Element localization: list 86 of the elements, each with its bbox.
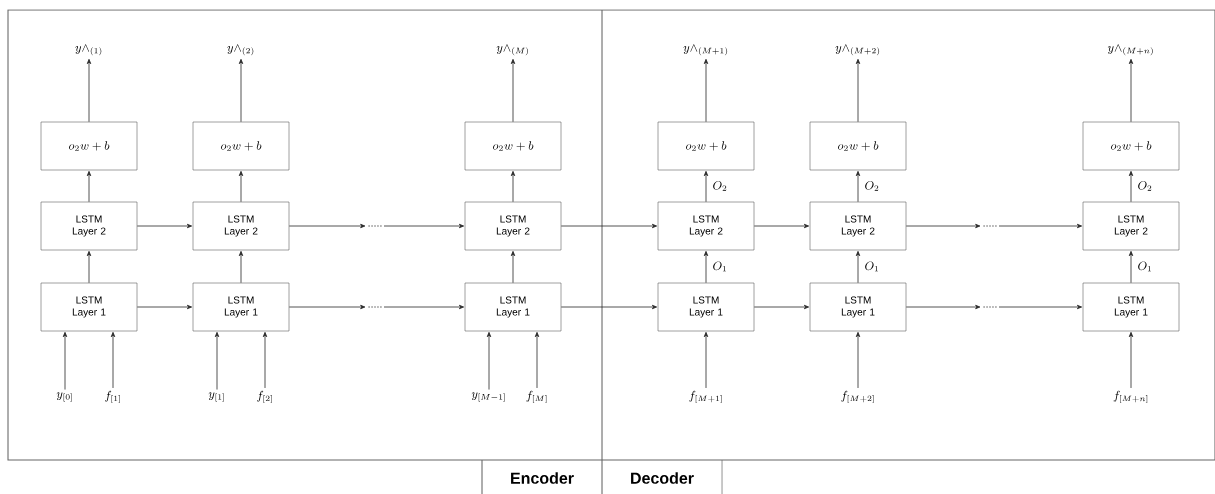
- input-label: $f_{[M+n]}$: [1113, 390, 1148, 404]
- arrow: [383, 304, 465, 310]
- arrow: [1128, 58, 1134, 123]
- input-label: $y_{[0]}$: [56, 392, 72, 402]
- arrow: [998, 223, 1083, 229]
- arrow: [110, 331, 116, 389]
- arrow: [855, 58, 861, 123]
- output-label: $y \wedge_{(M)}$: [496, 44, 528, 56]
- arrow: [703, 170, 709, 203]
- lstm-box: LSTM Layer 1: [192, 282, 290, 332]
- input-label: $f_{[M]}$: [526, 390, 547, 404]
- arrow: [136, 304, 193, 310]
- input-label: $f_{[M+2]}$: [841, 390, 874, 404]
- lstm-box: LSTM Layer 2: [192, 201, 290, 251]
- output-label: $y \wedge_{(M+n)}$: [1107, 44, 1153, 56]
- arrow: [238, 250, 244, 284]
- arrow: [238, 58, 244, 123]
- arrow: [855, 331, 861, 389]
- arrow: [855, 170, 861, 203]
- ellipsis: .....: [368, 306, 382, 308]
- arrow: [510, 170, 516, 203]
- input-label: $f_{[1]}$: [105, 390, 120, 404]
- output-box: $o_2 w + b$: [40, 121, 138, 171]
- arrow: [86, 170, 92, 203]
- input-label: $y_{[1]}$: [208, 392, 224, 402]
- arrow: [534, 331, 540, 389]
- lstm-box: LSTM Layer 2: [1082, 201, 1180, 251]
- arrow: [703, 331, 709, 389]
- edge-label: $O_2$: [711, 179, 729, 193]
- input-label: $y_{[M-1]}$: [471, 392, 505, 402]
- arrow: [86, 250, 92, 284]
- output-label: $y \wedge_{(1)}$: [75, 44, 102, 56]
- arrow: [905, 304, 981, 310]
- edge-label: $O_2$: [1136, 179, 1154, 193]
- output-box: $o_2 w + b$: [657, 121, 755, 171]
- arrow: [510, 58, 516, 123]
- arrow: [262, 331, 268, 389]
- lstm-box: LSTM Layer 1: [40, 282, 138, 332]
- lstm-box: LSTM Layer 2: [657, 201, 755, 251]
- arrow: [62, 331, 68, 390]
- edge-label: $O_1$: [863, 260, 881, 273]
- lstm-box: LSTM Layer 2: [809, 201, 907, 251]
- arrow: [855, 250, 861, 284]
- arrow: [560, 304, 658, 310]
- input-label: $f_{[M+1]}$: [689, 390, 722, 404]
- output-box: $o_2 w + b$: [809, 121, 907, 171]
- output-box: $o_2 w + b$: [1082, 121, 1180, 171]
- section-label: Decoder: [631, 472, 694, 484]
- output-label: $y \wedge_{(M+2)}$: [835, 44, 880, 56]
- ellipsis: .....: [983, 306, 997, 308]
- arrow: [703, 250, 709, 284]
- input-label: $f_{[2]}$: [257, 390, 272, 404]
- lstm-box: LSTM Layer 1: [464, 282, 562, 332]
- edge-label: $O_1$: [711, 260, 729, 273]
- lstm-box: LSTM Layer 2: [464, 201, 562, 251]
- arrow: [238, 170, 244, 203]
- arrow: [753, 223, 810, 229]
- arrow: [560, 223, 658, 229]
- output-label: $y \wedge_{(M+1)}$: [683, 44, 728, 56]
- arrow: [753, 304, 810, 310]
- arrow: [288, 223, 366, 229]
- lstm-box: LSTM Layer 2: [40, 201, 138, 251]
- arrow: [486, 331, 492, 390]
- arrow: [136, 223, 193, 229]
- output-label: $y \wedge_{(2)}$: [227, 44, 254, 56]
- arrow: [383, 223, 465, 229]
- output-box: $o_2 w + b$: [464, 121, 562, 171]
- lstm-box: LSTM Layer 1: [809, 282, 907, 332]
- arrow: [214, 331, 220, 390]
- arrow: [905, 223, 981, 229]
- arrow: [510, 250, 516, 284]
- lstm-box: LSTM Layer 1: [657, 282, 755, 332]
- output-box: $o_2 w + b$: [192, 121, 290, 171]
- arrow: [1128, 250, 1134, 284]
- ellipsis: .....: [983, 225, 997, 227]
- arrow: [998, 304, 1083, 310]
- section-label: Encoder: [511, 472, 574, 484]
- lstm-box: LSTM Layer 1: [1082, 282, 1180, 332]
- edge-label: $O_1$: [1136, 260, 1154, 273]
- arrow: [1128, 170, 1134, 203]
- arrow: [288, 304, 366, 310]
- arrow: [1128, 331, 1134, 389]
- ellipsis: .....: [368, 225, 382, 227]
- arrow: [86, 58, 92, 123]
- arrow: [703, 58, 709, 123]
- edge-label: $O_2$: [863, 179, 881, 193]
